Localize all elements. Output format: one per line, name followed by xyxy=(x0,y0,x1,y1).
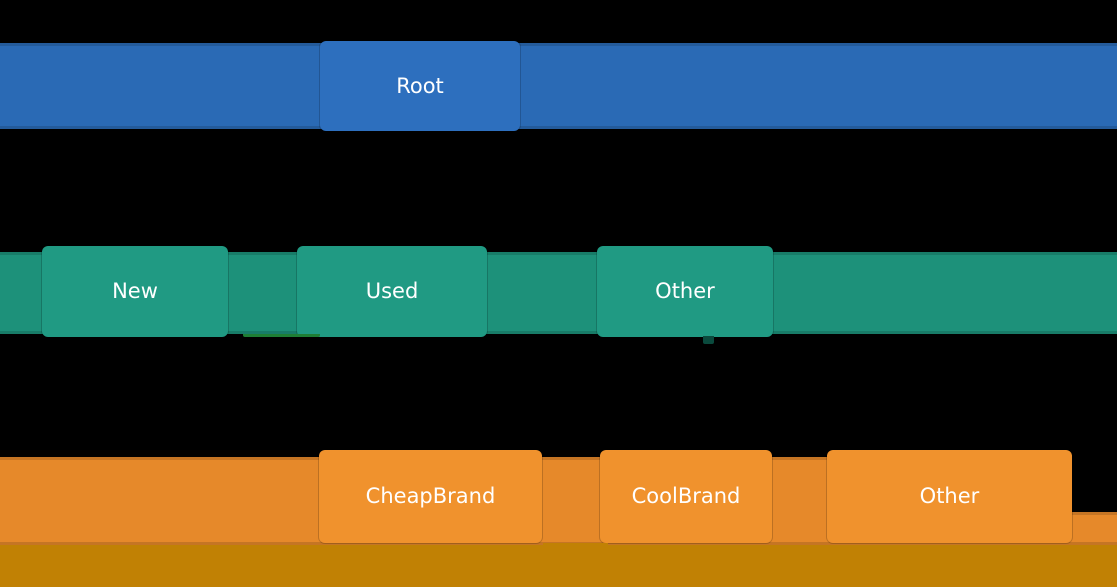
node-level1-other[interactable]: Other xyxy=(596,245,774,338)
node-label: New xyxy=(112,279,158,303)
node-level1-new[interactable]: New xyxy=(41,245,229,338)
node-level0-root[interactable]: Root xyxy=(319,40,521,132)
node-level2-other[interactable]: Other xyxy=(826,449,1073,544)
node-label: Used xyxy=(365,279,419,303)
bottom-strip-notch xyxy=(543,543,608,547)
node-label: Other xyxy=(919,484,980,508)
bottom-level-strip xyxy=(0,545,1117,587)
node-label: Root xyxy=(396,73,444,98)
link-stub-green xyxy=(243,334,320,337)
node-level2-cheapbrand[interactable]: CheapBrand xyxy=(318,449,543,544)
node-label: CheapBrand xyxy=(365,484,496,508)
level0-strip xyxy=(0,43,1117,129)
node-label: Other xyxy=(655,279,715,303)
link-stub-nub xyxy=(703,336,714,344)
node-label: CoolBrand xyxy=(631,484,741,508)
node-level1-used[interactable]: Used xyxy=(296,245,488,338)
level2-strip-1 xyxy=(1072,512,1117,545)
node-level2-coolbrand[interactable]: CoolBrand xyxy=(599,449,773,544)
